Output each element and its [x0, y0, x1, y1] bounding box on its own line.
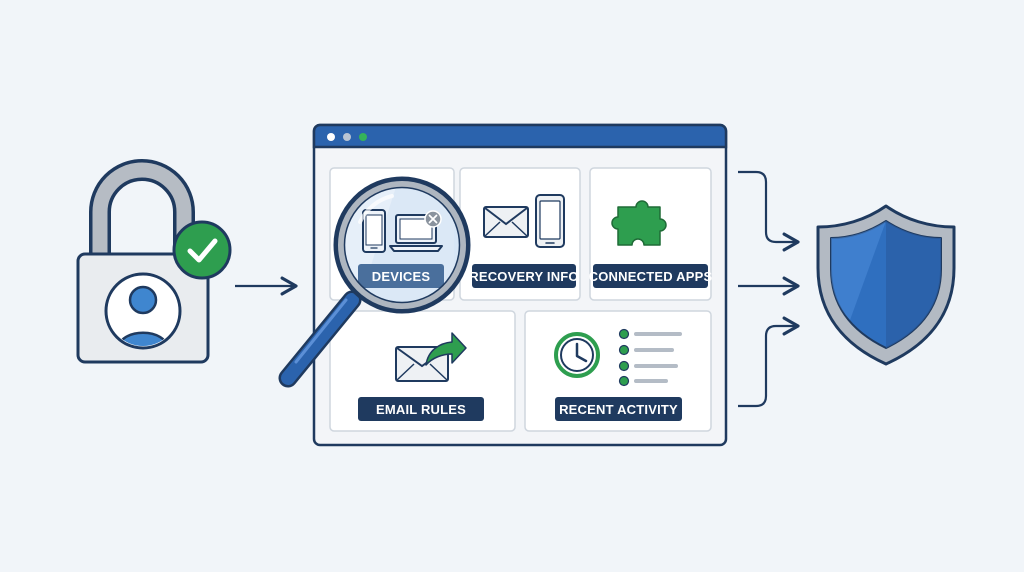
recent-activity-label-text: RECENT ACTIVITY	[559, 402, 678, 417]
window-dot-green	[359, 133, 367, 141]
connected-apps-label-text: CONNECTED APPS	[589, 269, 713, 284]
recovery-info-label: RECOVERY INFO	[469, 264, 579, 288]
connector-top	[738, 170, 800, 252]
magnifier-rim-edge	[343, 186, 461, 304]
window-title-bar	[312, 123, 728, 149]
puzzle-icon	[611, 200, 667, 246]
list-icon	[618, 328, 682, 387]
check-icon	[172, 220, 232, 280]
close-icon	[424, 210, 442, 228]
shield-icon	[816, 204, 956, 366]
connected-apps-label: CONNECTED APPS	[589, 264, 713, 288]
magnifier-rim	[333, 176, 471, 314]
window-dot-gray	[343, 133, 351, 141]
window-dot-white	[327, 133, 335, 141]
devices-label: DEVICES	[358, 264, 444, 288]
magnifier-glare	[358, 194, 394, 224]
clock-icon	[554, 332, 600, 378]
devices-label-text: DEVICES	[372, 269, 431, 284]
user-icon	[104, 272, 182, 350]
connector-bottom	[738, 316, 800, 408]
envelope-icon	[483, 206, 529, 238]
email-rules-label-text: EMAIL RULES	[376, 402, 466, 417]
phone-icon	[362, 209, 386, 253]
forward-arrow-icon	[425, 332, 467, 366]
email-rules-label: EMAIL RULES	[358, 397, 484, 421]
padlock-icon	[76, 159, 232, 364]
magnifier-rim-inner	[338, 181, 466, 309]
recovery-info-label-text: RECOVERY INFO	[469, 269, 579, 284]
phone-icon	[535, 194, 565, 248]
recent-activity-label: RECENT ACTIVITY	[555, 397, 682, 421]
